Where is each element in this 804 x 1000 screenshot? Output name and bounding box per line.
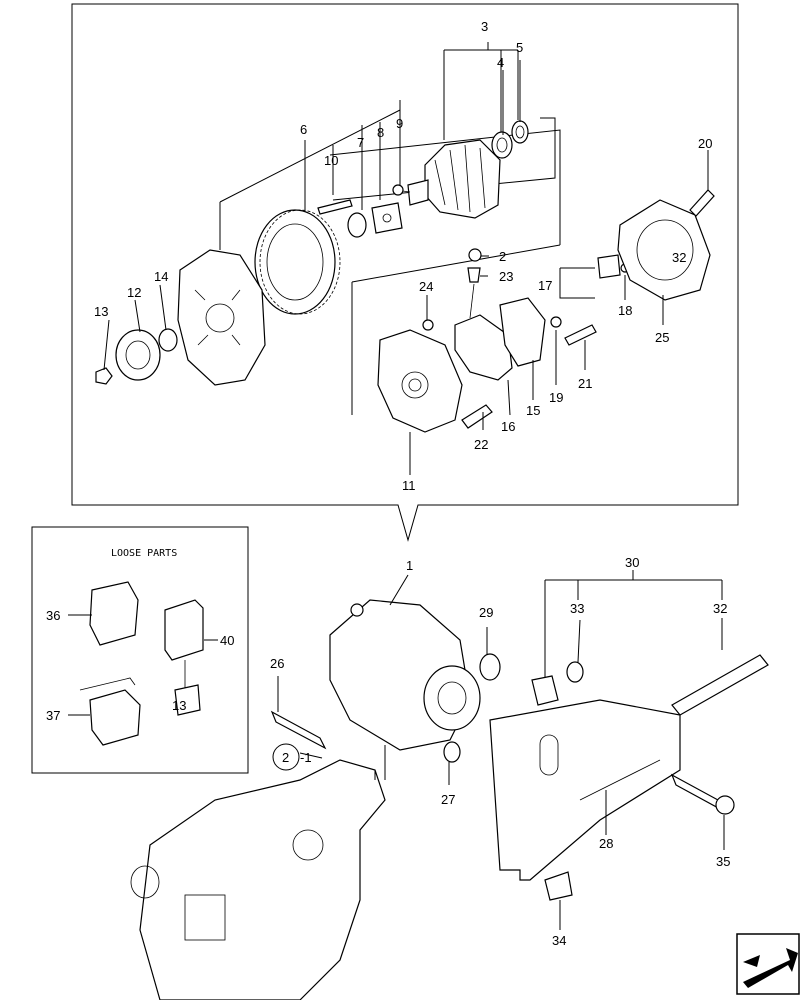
unit-40-part [164,599,204,661]
screw-9-part [392,184,404,196]
bolt-20-part [689,189,715,217]
callout-5: 5 [516,40,523,55]
spacer-part [158,328,178,352]
callout-12: 12 [127,285,141,300]
nut-24-part [422,319,434,331]
regulator-part [597,254,621,279]
callout-36: 36 [46,608,60,623]
callout-29: 29 [479,605,493,620]
front-housing-part [177,249,266,386]
leader-lines [68,60,725,930]
spacer-29-part [479,653,501,681]
bolt-35-part [670,773,724,812]
callout-33: 33 [570,601,584,616]
callout-40: 40 [220,633,234,648]
callout-25: 25 [655,330,669,345]
reference-suffix-label: -1 [300,750,312,765]
callout-22: 22 [474,437,488,452]
brush-holder-part [499,297,546,367]
relay-37-part [89,689,141,746]
rear-cover-part [617,199,711,301]
callout-7: 7 [357,135,364,150]
callout-9: 9 [396,116,403,131]
callout-30: 30 [625,555,639,570]
callout-1: 1 [406,558,413,573]
loose-parts-box [31,526,249,774]
nut-33-part [566,661,584,683]
callout-35: 35 [716,854,730,869]
callout-14: 14 [154,269,168,284]
callout-11: 11 [402,478,416,493]
reference-circle-label: 2 [282,750,289,765]
rotor-part [394,139,501,219]
callout-32-inner: 32 [672,250,686,265]
bolt-34-part [544,871,573,901]
terminal-23-part [467,267,481,283]
callout-13-inner: 13 [172,698,186,713]
callout-23: 23 [499,269,513,284]
alternator-assembly [329,599,481,751]
callout-16: 16 [501,419,515,434]
callout-18: 18 [618,303,632,318]
callout-32: 32 [713,601,727,616]
engine-cover [130,759,386,1000]
pulley-part [115,329,161,381]
callout-2: 2 [499,249,506,264]
callout-28: 28 [599,836,613,851]
next-page-arrow-icon[interactable] [736,933,800,995]
stud-part [317,199,353,215]
callout-37: 37 [46,708,60,723]
seal-part [511,120,529,144]
callout-34: 34 [552,933,566,948]
rear-housing-part [377,329,463,433]
callout-24: 24 [419,279,433,294]
bracket-part [489,699,681,881]
long-bolt-part [671,654,769,716]
callout-3: 3 [481,19,488,34]
terminal-nut-part [468,248,482,262]
reference-circle [272,743,300,771]
callout-4: 4 [497,55,504,70]
callout-labels: 1 2 3 4 5 6 7 8 9 10 11 12 13 14 15 16 1… [46,19,730,948]
relay-36-part [89,581,139,646]
bolt-26-part [270,710,327,750]
callout-10: 10 [324,153,338,168]
nut-13-part [95,367,113,385]
bearing-part [491,131,513,159]
callout-19: 19 [549,390,563,405]
bolt-22-part [461,404,493,429]
callout-15: 15 [526,403,540,418]
callout-8: 8 [377,125,384,140]
callout-20: 20 [698,136,712,151]
nut-27-part [443,741,461,763]
retainer-plate-part [371,202,403,234]
callout-21: 21 [578,376,592,391]
loose-parts-title: LOOSE PARTS [111,548,177,559]
screw-19-part [550,316,562,328]
callout-27: 27 [441,792,455,807]
stator-part [254,209,341,315]
bearing-7-part [347,212,367,238]
rectifier-part [454,314,513,381]
callout-6: 6 [300,122,307,137]
callout-26: 26 [270,656,284,671]
screw-21-part [564,324,597,346]
connector-part [174,684,201,716]
block-part [531,675,559,706]
callout-13: 13 [94,304,108,319]
exploded-view-frame [71,3,739,542]
callout-17: 17 [538,278,552,293]
